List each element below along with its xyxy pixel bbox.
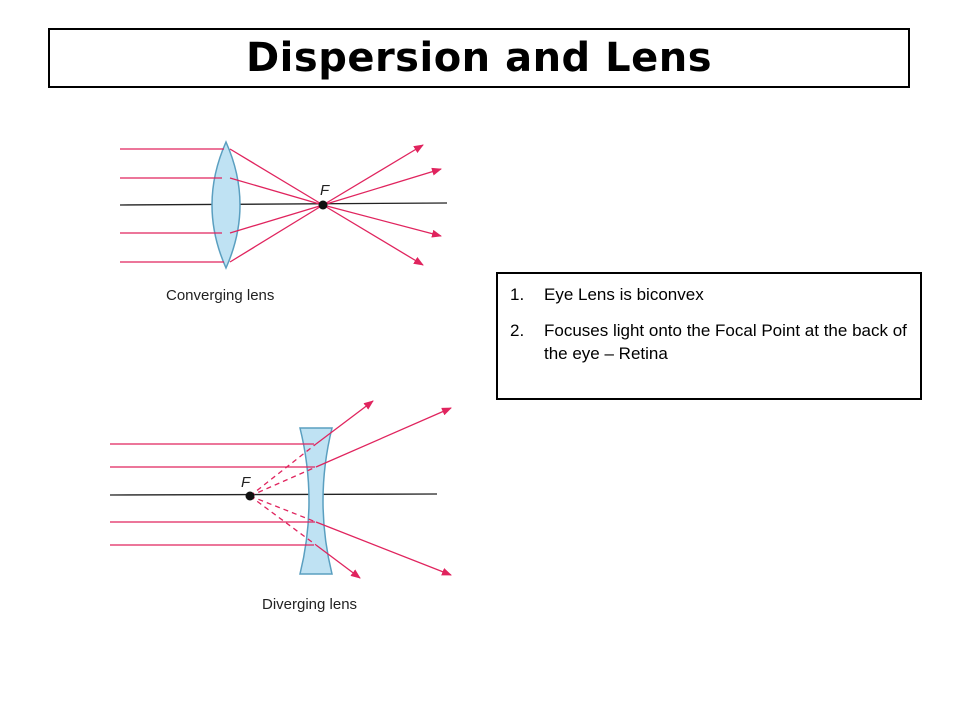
conv-out-ray-1 — [229, 148, 324, 206]
conv-out-ray-3 — [229, 204, 324, 234]
div-out-ray-1 — [315, 400, 374, 445]
conv-diverge-ray-1 — [322, 144, 424, 206]
converging-optical-axis — [119, 202, 448, 206]
conv-out-ray-4 — [229, 204, 324, 263]
converging-refracted-rays — [229, 144, 442, 266]
list-item: 2. Focuses light onto the Focal Point at… — [510, 319, 908, 365]
converging-lens-shape — [211, 140, 241, 270]
diverging-optical-axis — [109, 493, 438, 496]
converging-lens-caption: Converging lens — [166, 287, 274, 304]
converging-focal-label: F — [320, 182, 330, 199]
notes-list: 1. Eye Lens is biconvex 2. Focuses light… — [510, 283, 908, 365]
div-out-ray-2 — [315, 407, 452, 468]
diverging-lens-diagram: F Diverging lens — [109, 400, 452, 613]
diverging-refracted-rays — [315, 400, 452, 579]
diverging-lens-caption: Diverging lens — [262, 596, 357, 613]
page-title: Dispersion and Lens — [245, 35, 713, 81]
converging-lens-diagram: F Converging lens — [119, 140, 448, 304]
list-text: Eye Lens is biconvex — [544, 285, 704, 304]
diverging-focal-label: F — [241, 474, 251, 491]
div-out-ray-4 — [315, 544, 361, 579]
diverging-focal-point — [245, 491, 255, 501]
title-box: Dispersion and Lens — [48, 28, 910, 88]
diverging-virtual-rays — [249, 443, 317, 546]
div-out-ray-3 — [315, 521, 452, 576]
conv-diverge-ray-4 — [322, 204, 424, 266]
converging-focal-point — [318, 200, 328, 210]
div-virtual-ray-3 — [249, 495, 317, 523]
conv-out-ray-2 — [229, 177, 324, 206]
div-virtual-ray-4 — [249, 495, 317, 546]
list-item: 1. Eye Lens is biconvex — [510, 283, 908, 306]
diverging-lens-shape — [299, 427, 333, 575]
conv-diverge-ray-3 — [322, 204, 442, 238]
div-virtual-ray-2 — [249, 466, 317, 497]
conv-diverge-ray-2 — [322, 167, 442, 206]
notes-box: 1. Eye Lens is biconvex 2. Focuses light… — [496, 272, 922, 400]
list-text: Focuses light onto the Focal Point at th… — [544, 321, 907, 363]
diverging-incoming-rays — [110, 443, 315, 546]
converging-incoming-rays — [120, 148, 224, 263]
list-number: 2. — [510, 321, 525, 340]
list-number: 1. — [510, 285, 525, 304]
